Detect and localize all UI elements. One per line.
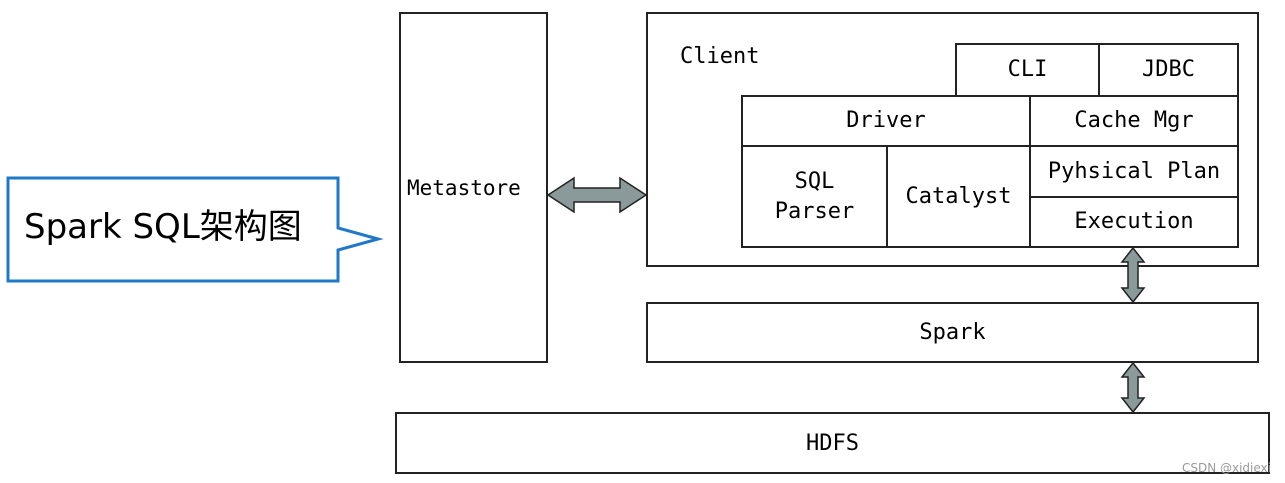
watermark: CSDN @xidiexi	[1181, 461, 1271, 475]
physical-plan-box: Pyhsical Plan	[1029, 145, 1239, 198]
callout-text: Spark SQL架构图	[24, 207, 302, 247]
spark-label: Spark	[919, 320, 986, 345]
metastore-box	[399, 12, 548, 363]
sql-parser-line-2: Parser	[774, 198, 855, 224]
client-label: Client	[680, 44, 760, 69]
metastore-label: Metastore	[407, 176, 521, 200]
client-spark-arrow	[1120, 246, 1146, 304]
sql-parser-line-1: SQL	[794, 168, 835, 194]
hdfs-box: HDFS	[395, 412, 1270, 474]
metastore-client-arrow	[546, 176, 648, 214]
spark-box: Spark	[646, 302, 1259, 363]
spark-hdfs-arrow	[1120, 361, 1146, 414]
hdfs-label: HDFS	[806, 430, 859, 456]
driver-box: Driver	[741, 95, 1031, 147]
catalyst-box: Catalyst	[886, 145, 1031, 248]
execution-box: Execution	[1029, 196, 1239, 248]
cache-mgr-box: Cache Mgr	[1029, 95, 1239, 147]
callout-bubble	[6, 176, 384, 283]
